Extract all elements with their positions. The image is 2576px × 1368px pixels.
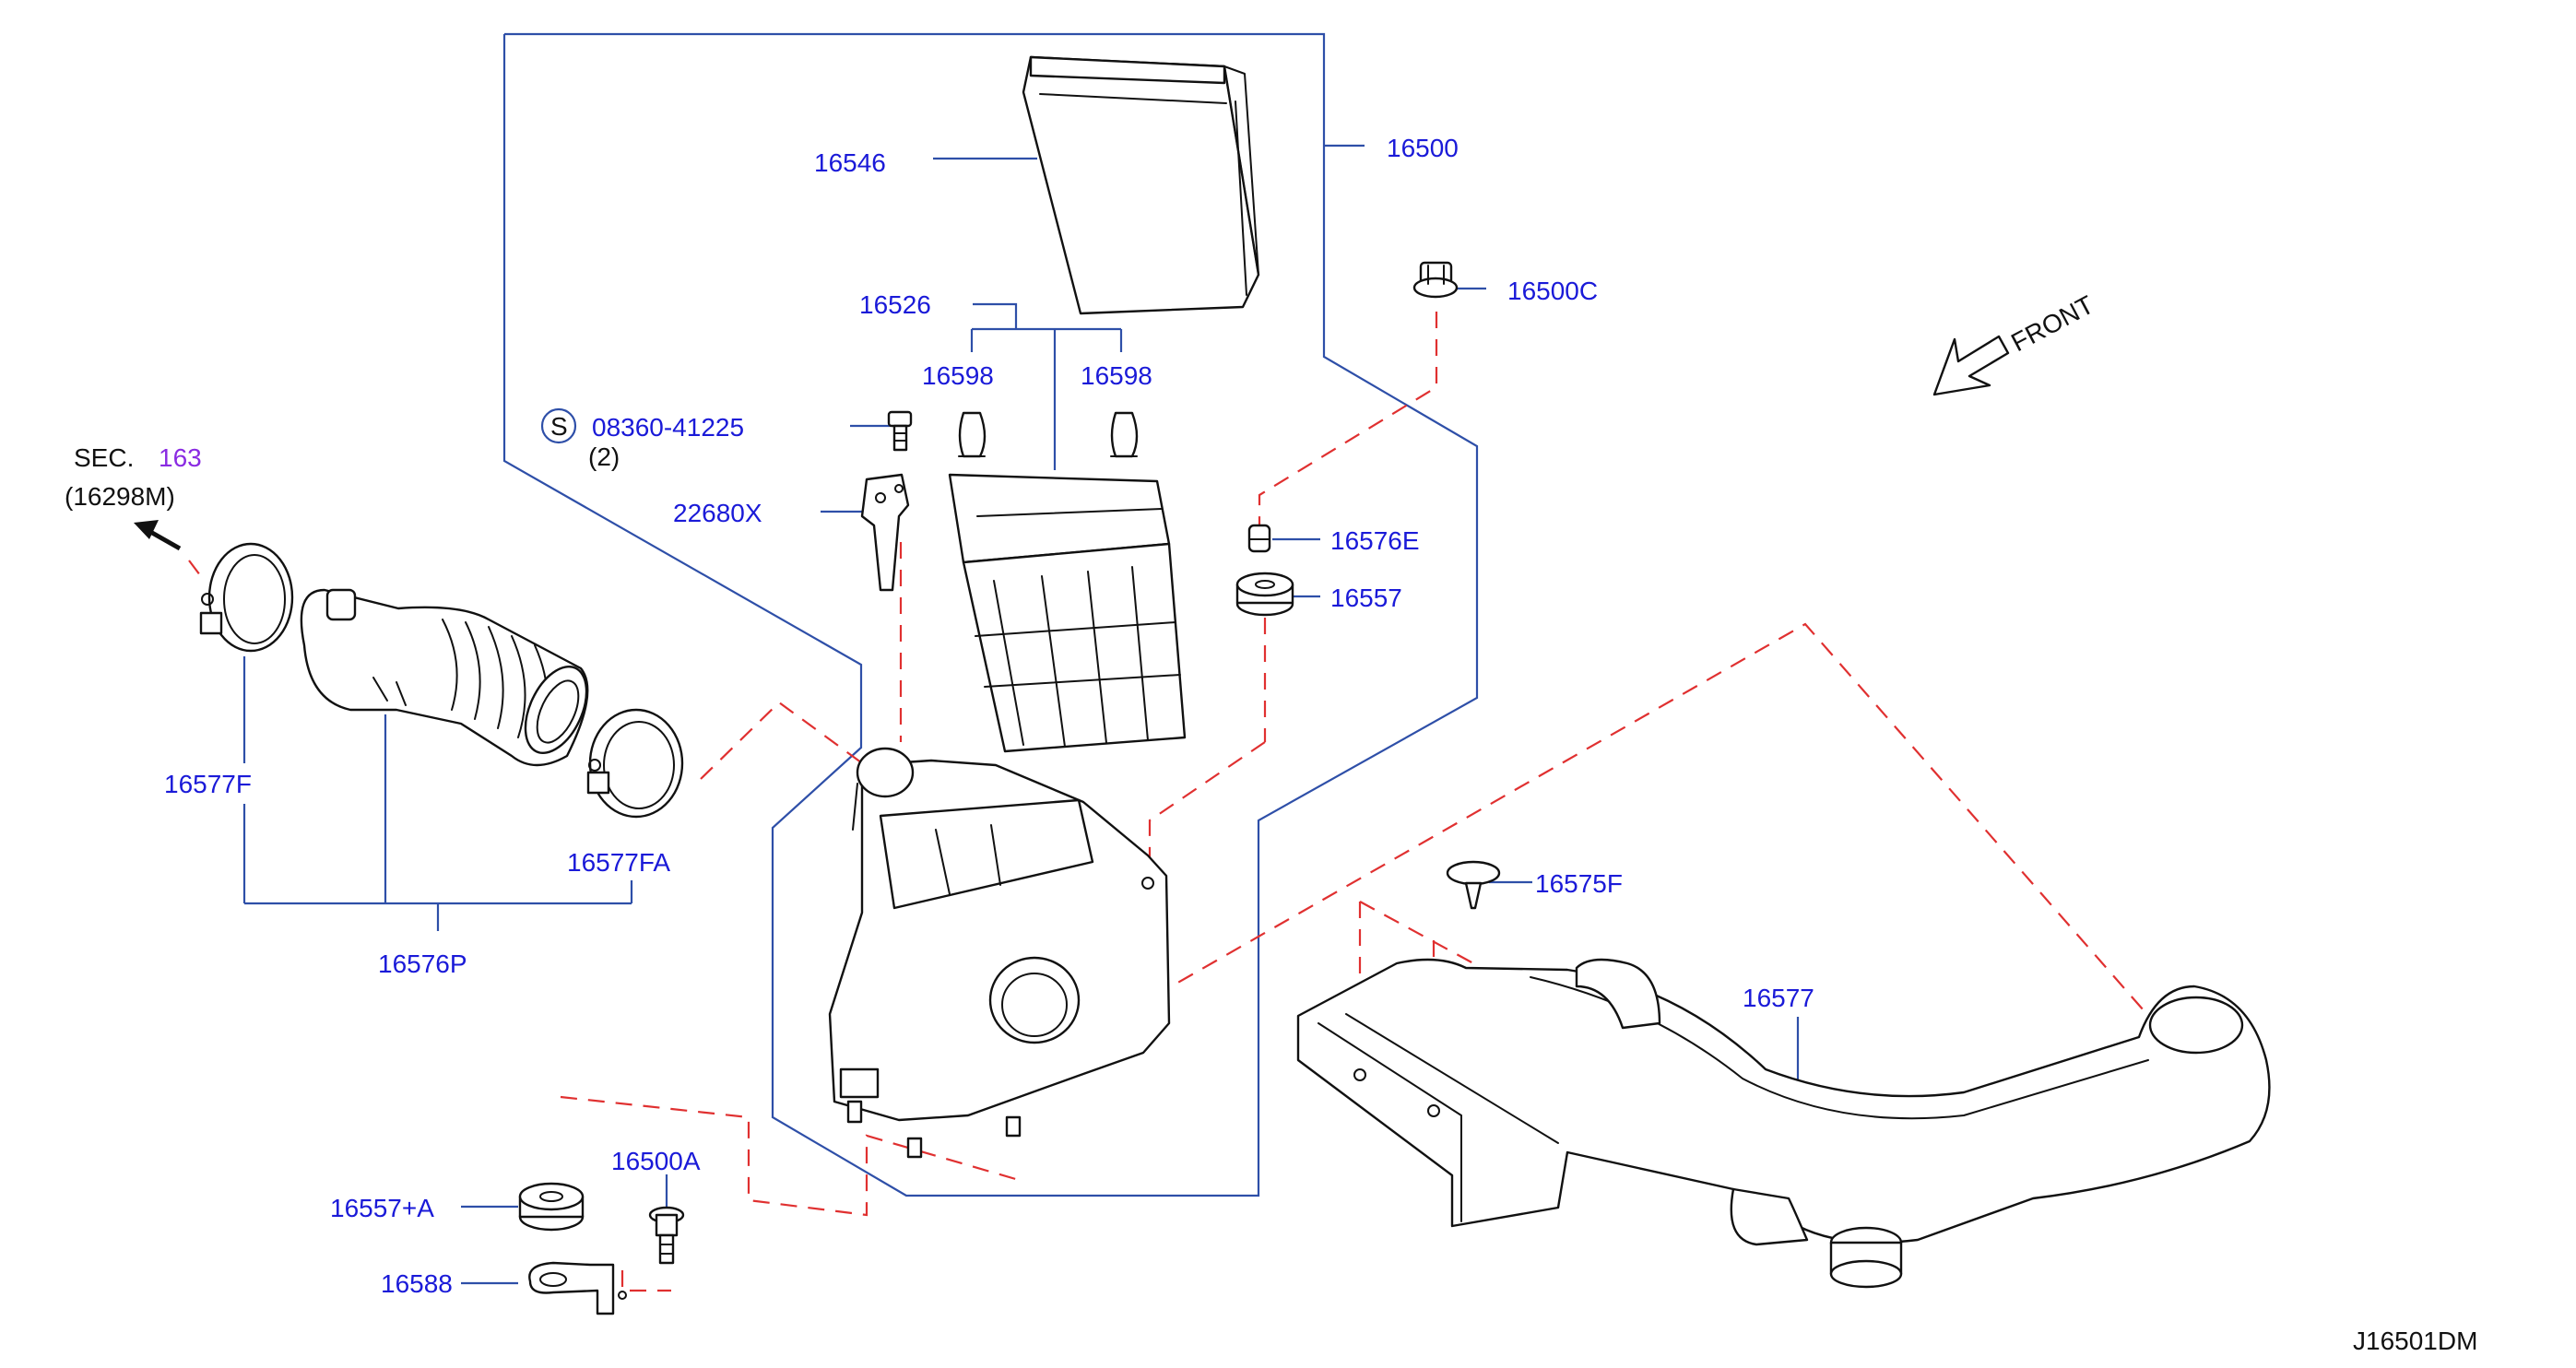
bolt-08360-41225 <box>887 410 913 452</box>
air-duct-16577 <box>1296 958 2271 1289</box>
hose-clamp-16577F <box>199 542 294 653</box>
bolt-16500A <box>648 1206 685 1265</box>
label-16588: 16588 <box>381 1269 453 1298</box>
air-cleaner-lower-case <box>828 747 1171 1159</box>
label-16500A: 16500A <box>611 1147 701 1175</box>
label-16577FA: 16577FA <box>567 848 670 877</box>
label-front: FRONT <box>2006 290 2098 358</box>
label-section-sec: SEC. <box>74 443 134 472</box>
filter-housing-grid <box>948 473 1187 753</box>
leader-lines <box>242 144 1800 1285</box>
air-filter-element <box>1022 55 1260 315</box>
clip-16575F <box>1446 860 1501 910</box>
label-16576P: 16576P <box>378 949 467 978</box>
assembly-boundary <box>502 32 1479 1197</box>
hose-clamp-16577FA <box>586 708 684 819</box>
label-16576E: 16576E <box>1330 526 1420 555</box>
grommet-nut-16500C <box>1412 261 1459 299</box>
diagram-code: J16501DM <box>2353 1327 2477 1355</box>
label-16577: 16577 <box>1743 984 1814 1012</box>
grommet-16576E <box>1247 524 1271 553</box>
label-16557A: 16557+A <box>330 1194 434 1222</box>
bracket-16588 <box>528 1261 627 1315</box>
section-arrow <box>134 520 182 551</box>
label-16598-right: 16598 <box>1081 361 1152 390</box>
clip-16598-right <box>1110 411 1139 458</box>
label-16557: 16557 <box>1330 584 1402 612</box>
clip-16598-left <box>958 411 987 458</box>
label-bolt-quantity: (2) <box>588 442 620 471</box>
grommet-16557A <box>518 1182 585 1232</box>
label-16577F: 16577F <box>164 770 252 798</box>
standard-part-s-label: S <box>550 412 568 441</box>
label-16598-left: 16598 <box>922 361 994 390</box>
label-section-16298M: (16298M) <box>65 482 175 511</box>
air-flow-sensor-22680X <box>860 473 910 592</box>
intake-hose-16576P <box>300 588 589 767</box>
label-16546: 16546 <box>814 148 886 177</box>
label-16500: 16500 <box>1387 134 1459 162</box>
label-16575F: 16575F <box>1535 869 1623 898</box>
mount-rubber-16557 <box>1235 572 1294 617</box>
standard-part-s-mark <box>540 407 577 444</box>
label-16526: 16526 <box>859 290 931 319</box>
label-section-163: 163 <box>159 443 202 472</box>
label-bolt-part-number: 08360-41225 <box>592 413 744 442</box>
front-direction-arrow <box>1932 335 2010 396</box>
label-16500C: 16500C <box>1507 277 1598 305</box>
dashed-lines <box>188 312 2164 1292</box>
label-22680X: 22680X <box>673 499 762 527</box>
